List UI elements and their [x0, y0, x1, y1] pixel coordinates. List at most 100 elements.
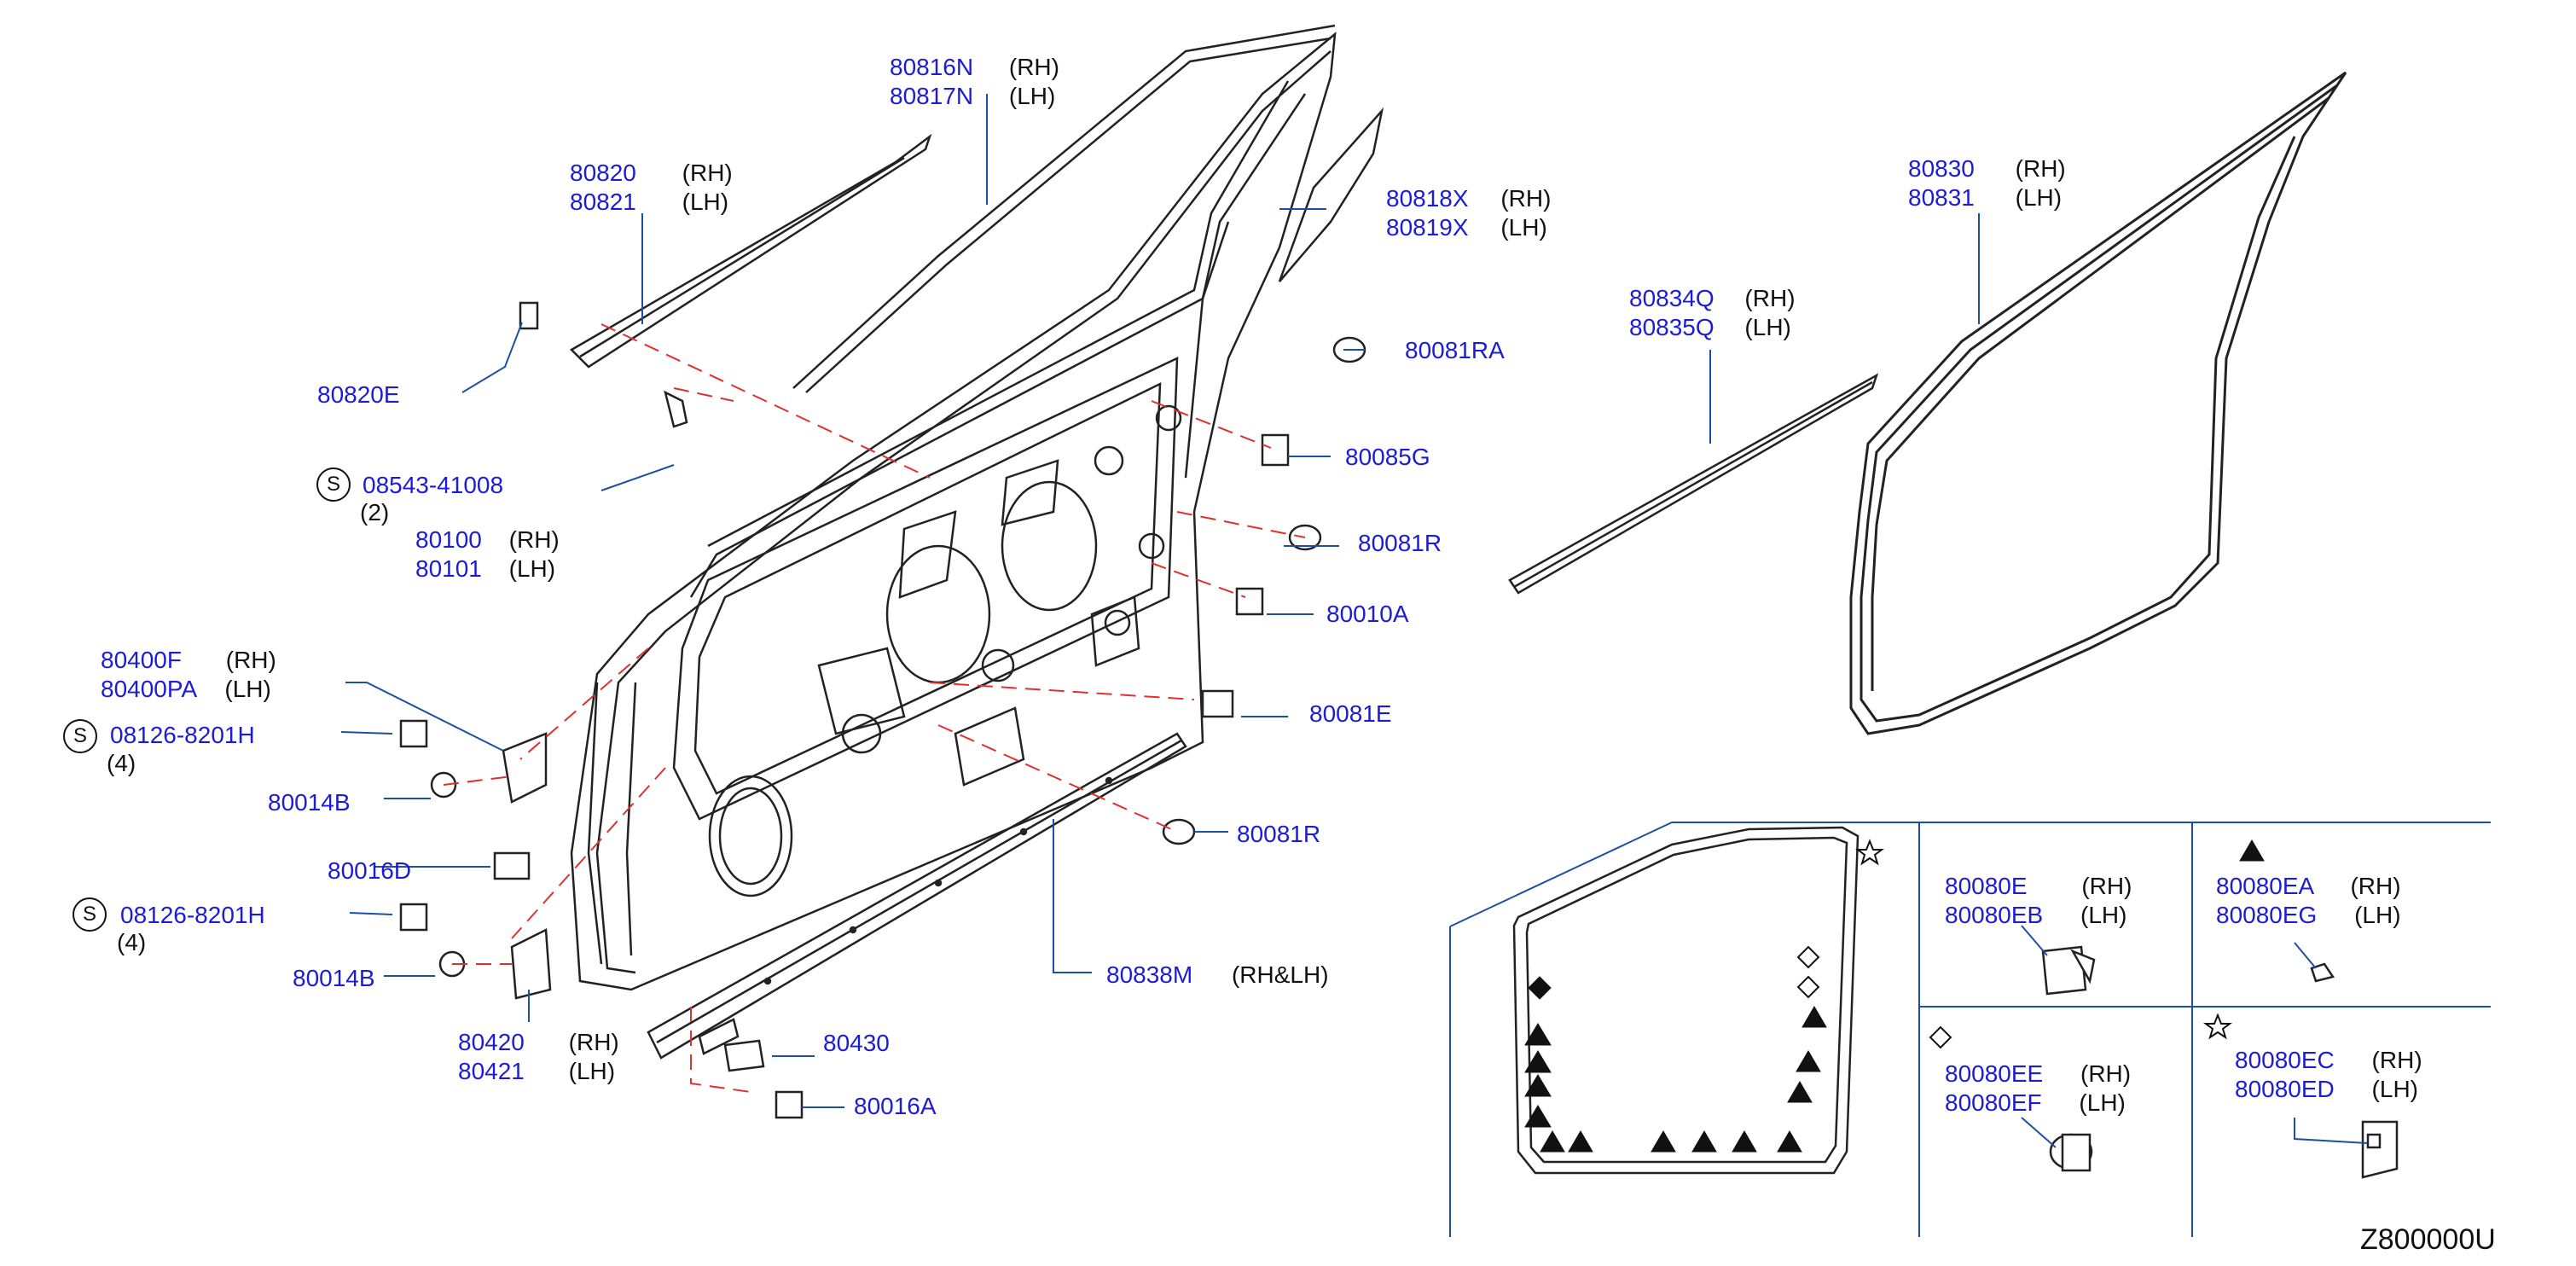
label-80014B-lower: 80014B — [293, 964, 375, 993]
part-number-link[interactable]: 80834Q — [1629, 285, 1714, 311]
part-number-link[interactable]: 80081RA — [1405, 337, 1505, 363]
part-number-link[interactable]: 80080EG — [2216, 902, 2318, 928]
quantity-label: (2) — [360, 498, 389, 527]
part-number-link[interactable]: 80817N — [890, 83, 974, 109]
part-number-link[interactable]: 80080EA — [2216, 873, 2313, 899]
part-number-link[interactable]: 80080EF — [1945, 1089, 2042, 1116]
part-number-link[interactable]: 80080EB — [1945, 902, 2044, 928]
outer-moulding-drawing — [569, 133, 932, 369]
label-80420: 80420 (RH) — [458, 1028, 619, 1057]
part-number-link[interactable]: 80016A — [854, 1093, 937, 1119]
legend-door-outline — [1512, 826, 1859, 1175]
part-number-link[interactable]: 80820 — [570, 160, 636, 186]
part-number-link[interactable]: 80080ED — [2235, 1076, 2335, 1102]
label-80100: 80100 (RH) — [415, 526, 560, 555]
part-number-link[interactable]: 80819X — [1386, 214, 1469, 241]
part-number-link[interactable]: 80081R — [1358, 530, 1442, 556]
label-80430: 80430 — [823, 1029, 890, 1058]
part-number-link[interactable]: 08126-8201H — [110, 722, 255, 748]
legend-label-80080EC: 80080EC (RH) — [2235, 1046, 2422, 1075]
part-number-link[interactable]: 80081E — [1309, 700, 1392, 727]
side-label: (RH) — [682, 160, 733, 186]
label-80838M: 80838M (RH&LH) — [1106, 961, 1329, 990]
part-number-link[interactable]: 80010A — [1326, 601, 1409, 627]
part-number-link[interactable]: 80830 — [1908, 155, 1975, 182]
part-number-link[interactable]: 80101 — [415, 555, 482, 582]
part-number-link[interactable]: 80838M — [1106, 961, 1193, 988]
part-number-link[interactable]: 08543-41008 — [363, 472, 504, 498]
label-80830: 80830 (RH) — [1908, 154, 2066, 183]
legend-door-hollow-markers — [1796, 839, 2232, 1049]
part-number-link[interactable]: 80835Q — [1629, 314, 1714, 340]
side-label: (LH) — [1744, 314, 1791, 340]
part-number-link[interactable]: 80080E — [1945, 873, 2028, 899]
part-number-link[interactable]: 80016D — [328, 857, 412, 884]
label-80818X: 80818X (RH) — [1386, 184, 1551, 213]
part-number-link[interactable]: 80820E — [317, 381, 400, 408]
hinge-drawing — [502, 732, 552, 1000]
label-80421: 80421 (LH) — [458, 1057, 615, 1086]
legend-label-80080EB: 80080EB (LH) — [1945, 901, 2126, 930]
part-number-link[interactable]: 80081R — [1237, 821, 1321, 847]
part-number-link[interactable]: 80400F — [101, 647, 182, 673]
part-number-link[interactable]: 80821 — [570, 189, 636, 215]
legend-label-80080EA: 80080EA (RH) — [2216, 872, 2401, 901]
part-number-link[interactable]: 80818X — [1386, 185, 1469, 212]
inner-weatherstrip-drawing — [1508, 373, 1879, 595]
side-label: (LH) — [1008, 83, 1056, 109]
part-number-link[interactable]: 80400PA — [101, 676, 196, 702]
side-label: (RH) — [2350, 873, 2401, 899]
legend-door-markers — [1524, 839, 2265, 1153]
label-08126-8201H-upper: 08126-8201H — [110, 721, 255, 750]
legend-label-80080EE: 80080EE (RH) — [1945, 1060, 2131, 1089]
label-80101: 80101 (LH) — [415, 555, 555, 584]
service-symbol: S — [73, 897, 107, 932]
side-label: (LH) — [1500, 214, 1547, 241]
part-number-link[interactable]: 80080EE — [1945, 1060, 2044, 1087]
label-80834Q: 80834Q (RH) — [1629, 284, 1796, 313]
door-panel-drawing — [570, 32, 1337, 991]
part-number-link[interactable]: 80831 — [1908, 184, 1975, 211]
quantity-label: (4) — [117, 928, 146, 957]
legend-leader-lines — [2021, 925, 2368, 1148]
legend-grid — [1449, 822, 2491, 1237]
part-number-link[interactable]: 80816N — [890, 54, 974, 80]
label-80835Q: 80835Q (LH) — [1629, 313, 1791, 342]
label-80821: 80821 (LH) — [570, 188, 728, 217]
side-label: (LH) — [2079, 1089, 2126, 1116]
part-number-link[interactable]: 80080EC — [2235, 1047, 2335, 1073]
label-80081RA: 80081RA — [1405, 336, 1505, 365]
quantity-value: (2) — [360, 499, 390, 526]
side-label: (RH) — [1500, 185, 1552, 212]
part-number-link[interactable]: 80420 — [458, 1029, 525, 1055]
side-label: (RH) — [508, 526, 560, 553]
quantity-label: (4) — [107, 749, 136, 778]
side-label: (RH) — [568, 1029, 619, 1055]
sash-trim-drawing — [1278, 107, 1384, 282]
legend-label-80080EF: 80080EF (LH) — [1945, 1089, 2126, 1118]
service-symbol: S — [316, 467, 351, 502]
quantity-value: (4) — [107, 750, 136, 776]
part-number-link[interactable]: 08126-8201H — [120, 902, 265, 928]
label-80016D: 80016D — [328, 857, 411, 886]
side-label: (RH&LH) — [1231, 961, 1329, 988]
part-number-link[interactable]: 80100 — [415, 526, 482, 553]
side-label: (RH) — [2080, 1060, 2132, 1087]
label-80400PA: 80400PA (LH) — [101, 675, 271, 704]
part-number-link[interactable]: 80430 — [823, 1030, 890, 1056]
part-number-link[interactable]: 80014B — [268, 789, 351, 816]
side-label: (RH) — [2081, 873, 2132, 899]
side-label: (RH) — [1008, 54, 1059, 80]
part-number-link[interactable]: 80421 — [458, 1058, 525, 1084]
part-number-link[interactable]: 80014B — [293, 965, 375, 991]
side-label: (LH) — [2354, 902, 2401, 928]
part-number-link[interactable]: 80085G — [1345, 444, 1430, 470]
legend-label-80080ED: 80080ED (LH) — [2235, 1075, 2418, 1104]
label-80016A: 80016A — [854, 1092, 937, 1121]
side-label: (LH) — [568, 1058, 616, 1084]
legend-label-80080E: 80080E (RH) — [1945, 872, 2132, 901]
label-80817N: 80817N (LH) — [890, 82, 1055, 111]
side-label: (RH) — [2015, 155, 2066, 182]
label-80400F: 80400F (RH) — [101, 646, 276, 675]
